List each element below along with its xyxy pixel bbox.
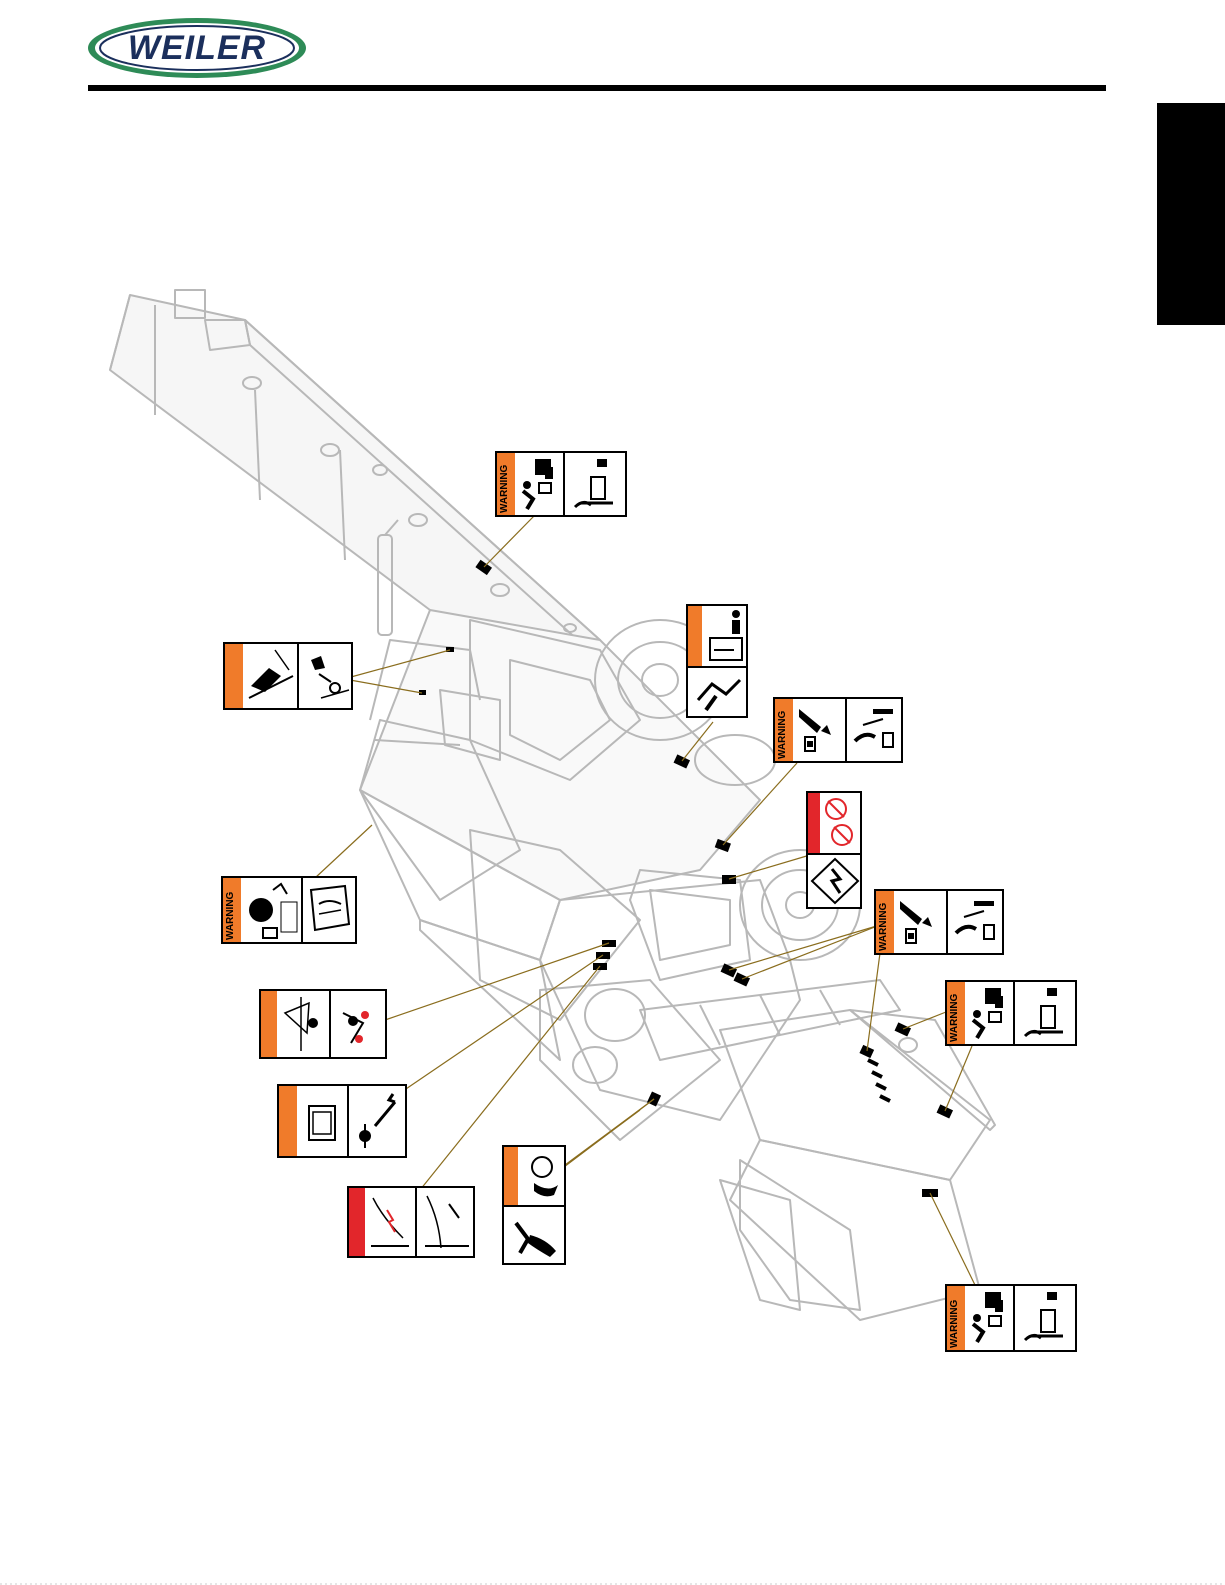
engine-off-icon	[299, 1090, 345, 1154]
decal-boom-crush: WARNING	[495, 451, 627, 517]
decal-tipover	[259, 989, 387, 1059]
tipover-hazard-icon	[279, 993, 327, 1055]
crush-hazard-icon	[967, 984, 1011, 1042]
keep-distance-icon	[419, 1190, 473, 1254]
pinch-point-icon	[245, 646, 295, 706]
outrigger-icon	[333, 993, 385, 1055]
decal-overhead	[347, 1186, 475, 1258]
run-over-icon	[508, 1209, 564, 1263]
crush-hazard-icon	[967, 1288, 1011, 1348]
electrocution-hazard-icon	[810, 857, 860, 905]
decal-electrical	[806, 791, 862, 909]
decal-runover	[502, 1145, 566, 1265]
keep-hands-clear-icon	[301, 646, 351, 706]
no-touch-icon	[822, 795, 860, 851]
decal-crush-right: WARNING	[945, 980, 1077, 1046]
decal-fan-1: WARNING	[773, 697, 903, 763]
rotating-fan-icon	[896, 893, 944, 951]
fall-hazard-icon	[704, 608, 746, 664]
no-riding-icon	[692, 670, 746, 716]
hand-keep-away-icon	[849, 701, 901, 759]
entanglement-icon	[520, 1149, 564, 1203]
decal-service	[277, 1084, 407, 1158]
decal-crush-front: WARNING	[945, 1284, 1077, 1352]
decal-rear-fall	[686, 604, 748, 718]
crush-hazard-icon	[517, 455, 561, 513]
keep-clear-icon	[567, 455, 623, 513]
decal-battery: WARNING	[221, 876, 357, 944]
hand-keep-away-icon	[950, 893, 1002, 951]
keep-clear-icon	[1017, 1288, 1073, 1348]
keep-clear-icon	[1017, 984, 1073, 1042]
rotating-fan-icon	[795, 701, 843, 759]
wrench-icon	[351, 1090, 405, 1154]
read-manual-icon	[305, 880, 355, 940]
battery-explosion-icon	[243, 880, 299, 940]
decal-hood-pinch-1	[223, 642, 353, 710]
overhead-line-hazard-icon	[367, 1190, 413, 1254]
decal-fan-2: WARNING	[874, 889, 1004, 955]
page-bottom-edge	[0, 1579, 1225, 1585]
